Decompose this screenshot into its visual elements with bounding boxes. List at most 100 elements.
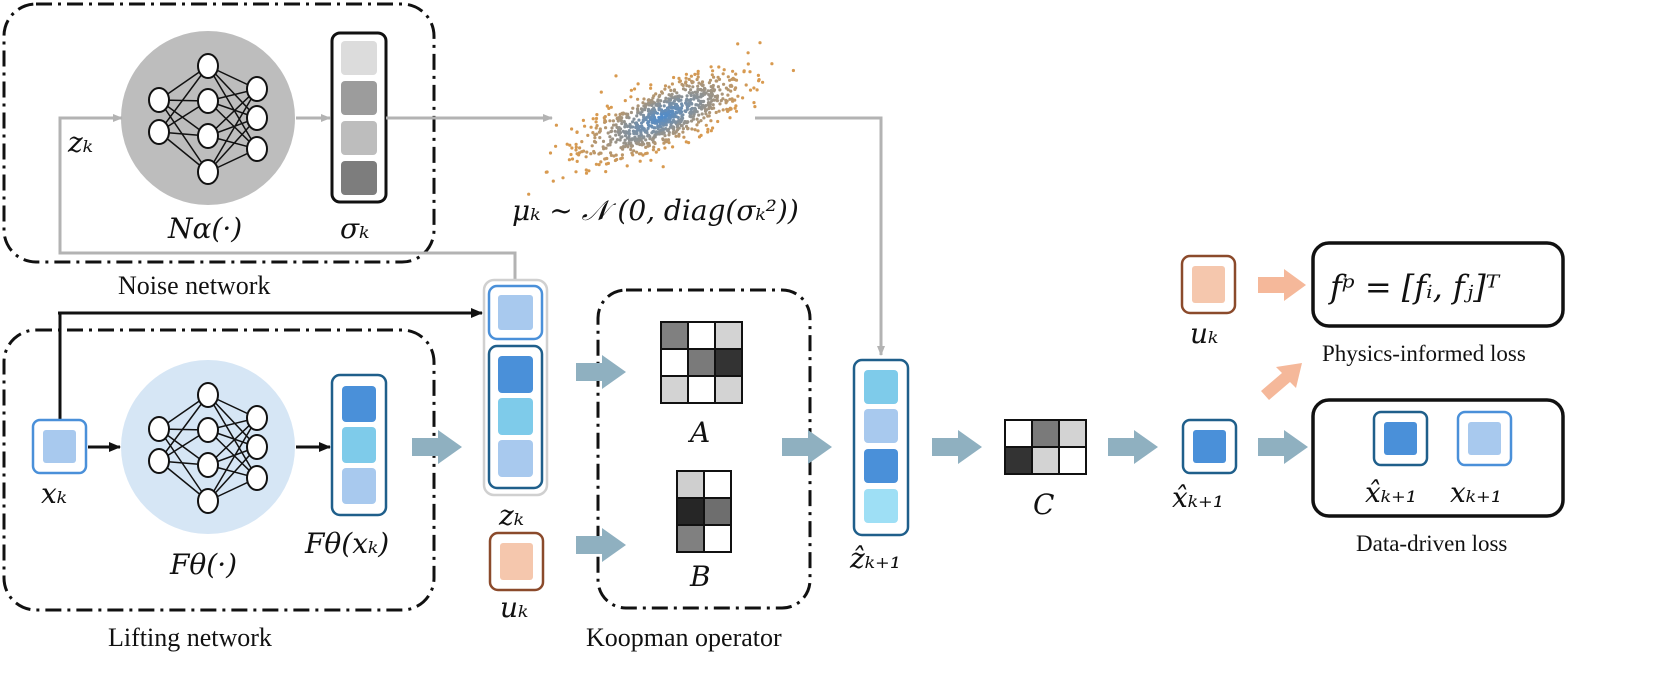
noise-sample-dot xyxy=(714,110,718,115)
noise-sample-dot xyxy=(686,120,690,124)
uk-physics-cell xyxy=(1192,266,1225,303)
noise-sample-dot xyxy=(618,112,622,116)
noise-sample-dot xyxy=(709,119,713,123)
noise-sample-dot xyxy=(623,145,627,149)
noise-sample-dot xyxy=(656,124,660,128)
noise-sample-dot xyxy=(639,112,643,116)
zhat-cell xyxy=(864,409,898,443)
noise-sample-dot xyxy=(673,95,677,99)
noise-sample-dot xyxy=(644,103,648,107)
noise-sample-dot xyxy=(702,116,706,120)
xhat-cell xyxy=(1193,430,1226,463)
noise-sample-dot xyxy=(709,65,713,69)
noise-sample-dot xyxy=(649,100,653,104)
nn-edge xyxy=(158,428,209,502)
noise-sample-dot xyxy=(695,123,699,127)
noise-sample-dot xyxy=(677,76,681,80)
noise-sample-dot xyxy=(699,133,703,137)
noise-sample-dot xyxy=(708,78,713,82)
noise-sample-dot xyxy=(614,140,618,144)
noise-sample-dot xyxy=(704,108,708,112)
noise-sample-dot xyxy=(614,74,618,78)
noise-sample-dot xyxy=(697,99,701,103)
noise-sample-dot xyxy=(726,88,730,92)
noise-sample-dot xyxy=(678,79,683,83)
noise-sample-dot xyxy=(634,141,638,145)
matrix-cell xyxy=(703,497,732,526)
noise-sample-dot xyxy=(651,148,656,152)
noise-sample-dot xyxy=(615,138,620,142)
noise-sample-dot xyxy=(657,148,661,152)
noise-sample-dot xyxy=(715,94,720,98)
noise-sample-dot xyxy=(611,119,616,123)
noise-sample-dot xyxy=(687,84,691,88)
koopman-operator-title: Koopman operator xyxy=(586,623,782,652)
noise-sample-dot xyxy=(575,159,579,163)
noise-sample-dot xyxy=(670,111,675,115)
noise-sample-dot xyxy=(672,128,676,132)
noise-sample-dot xyxy=(644,138,648,142)
noise-sample-dot xyxy=(711,69,715,73)
noise-sample-dot xyxy=(652,94,656,98)
noise-sample-dot xyxy=(623,141,628,145)
noise-sample-dot xyxy=(635,150,639,154)
noise-sample-dot xyxy=(599,160,603,164)
noise-sample-dot xyxy=(695,103,699,107)
noise-sample-dot xyxy=(620,116,624,120)
noise-sample-dot xyxy=(691,117,696,121)
noise-sample-dot xyxy=(640,107,645,112)
noise-sample-dot xyxy=(711,126,715,130)
noise-sample-dot xyxy=(603,157,607,161)
noise-sample-dot xyxy=(724,98,728,102)
noise-network-region xyxy=(2,2,436,264)
noise-sample-dot xyxy=(612,123,616,127)
noise-sample-dot xyxy=(597,163,601,167)
noise-sample-dot xyxy=(680,95,684,99)
noise-network-circle xyxy=(121,31,295,205)
noise-sample-dot xyxy=(717,109,721,113)
lifting-network-title: Lifting network xyxy=(108,623,272,652)
noise-sample-dot xyxy=(690,127,694,131)
noise-sample-dot xyxy=(594,120,598,124)
noise-sample-dot xyxy=(695,90,700,94)
noise-sample-dot xyxy=(681,130,685,134)
matrix-c-label: C xyxy=(1033,488,1054,521)
nn-node xyxy=(197,159,219,185)
noise-sample-dot xyxy=(696,69,700,73)
noise-sample-dot xyxy=(637,152,642,156)
loss-xhat-label: x̂ₖ₊₁ xyxy=(1365,476,1417,509)
noise-sample-dot xyxy=(583,124,587,128)
noise-sample-dot xyxy=(581,118,586,122)
noise-sample-dot xyxy=(684,99,688,103)
matrix-cell xyxy=(687,348,716,377)
noise-sample-dot xyxy=(629,110,634,115)
noise-sample-dot xyxy=(668,102,672,106)
noise-sample-dot xyxy=(594,162,599,166)
noise-sample-dot xyxy=(684,76,688,80)
noise-sample-dot xyxy=(589,125,593,129)
noise-sample-dot xyxy=(731,76,735,80)
noise-sample-dot xyxy=(791,68,796,73)
nn-node xyxy=(197,53,219,79)
matrix-b xyxy=(676,470,732,553)
noise-sample-dot xyxy=(696,75,700,79)
noise-sample-dot xyxy=(635,114,639,118)
noise-sample-dot xyxy=(734,109,739,113)
noise-sample-dot xyxy=(655,111,660,115)
noise-sample-dot xyxy=(602,116,606,120)
sigma-k-label: σₖ xyxy=(340,212,369,245)
noise-sample-dot xyxy=(640,140,644,144)
noise-sample-dot xyxy=(594,126,598,130)
noise-sample-dot xyxy=(674,115,679,119)
noise-sample-dot xyxy=(527,192,531,196)
noise-sample-dot xyxy=(717,65,721,69)
noise-sample-dot xyxy=(599,151,603,155)
noise-sample-dot xyxy=(730,97,734,101)
noise-sample-dot xyxy=(693,106,697,110)
flow-arrow xyxy=(932,430,982,464)
matrix-cell xyxy=(1031,419,1060,448)
noise-sample-dot xyxy=(660,91,665,95)
uk-input-cell xyxy=(500,543,533,580)
noise-sample-dot xyxy=(761,80,765,84)
noise-sample-dot xyxy=(631,153,635,157)
